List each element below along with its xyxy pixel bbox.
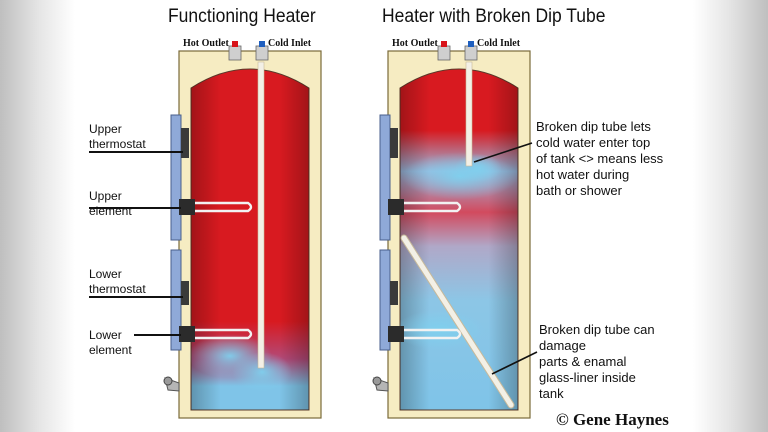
cold-inlet-pipe <box>255 45 269 61</box>
cold-water-mist <box>232 352 292 392</box>
copyright-notice: © Gene Haynes <box>556 410 669 429</box>
upper-element-leader <box>89 207 181 209</box>
tank-shading <box>191 69 309 410</box>
functioning-heater <box>163 41 322 419</box>
functioning-heater-title: Functioning Heater <box>168 6 316 27</box>
tank-shading <box>400 69 518 410</box>
lower-element-head <box>388 326 404 342</box>
upper-access-panel <box>170 114 182 241</box>
cold-water-mist <box>454 154 502 182</box>
cold-inlet-cap <box>259 41 265 47</box>
drain-valve-knob <box>163 376 173 386</box>
broken-dip-tube-top-note: Broken dip tube lets cold water enter to… <box>536 119 664 198</box>
hot-outlet-cap <box>232 41 238 47</box>
upper-element-head <box>388 199 404 215</box>
broken-dip-tube-damage-note: Broken dip tube can damage parts & enama… <box>539 322 655 401</box>
upper-thermostat <box>181 128 189 158</box>
upper-thermostat-leader <box>89 151 183 153</box>
broken-dip-tube-top <box>465 61 473 167</box>
hot-outlet-label: Hot Outlet <box>183 38 229 49</box>
hot-outlet-label: Hot Outlet <box>392 38 438 49</box>
upper-thermostat <box>390 128 398 158</box>
cold-inlet-label: Cold Inlet <box>268 38 312 49</box>
lower-element-coil <box>404 328 462 340</box>
dip-tube <box>257 61 265 369</box>
lower-element-leader <box>134 334 181 336</box>
broken-heater-title: Heater with Broken Dip Tube <box>382 6 606 27</box>
lower-thermostat <box>390 281 398 305</box>
bottom-note-pointer <box>491 351 538 375</box>
hot-outlet-cap <box>441 41 447 47</box>
fallen-dip-tube <box>401 235 514 408</box>
top-note-pointer <box>473 142 533 163</box>
cold-inlet-cap <box>468 41 474 47</box>
lower-element-coil <box>195 328 253 340</box>
lower-element-head <box>179 326 195 342</box>
upper-access-panel <box>379 114 391 241</box>
cold-inlet-pipe <box>464 45 478 61</box>
upper-element-coil <box>404 201 462 213</box>
broken-heater <box>372 41 531 419</box>
drain-valve-knob <box>372 376 382 386</box>
lower-thermostat <box>181 281 189 305</box>
hot-outlet-pipe <box>437 45 451 61</box>
cold-inlet-label: Cold Inlet <box>477 38 521 49</box>
hot-outlet-pipe <box>228 45 242 61</box>
upper-element-coil <box>195 201 253 213</box>
upper-element-head <box>179 199 195 215</box>
lower-thermostat-leader <box>89 296 183 298</box>
